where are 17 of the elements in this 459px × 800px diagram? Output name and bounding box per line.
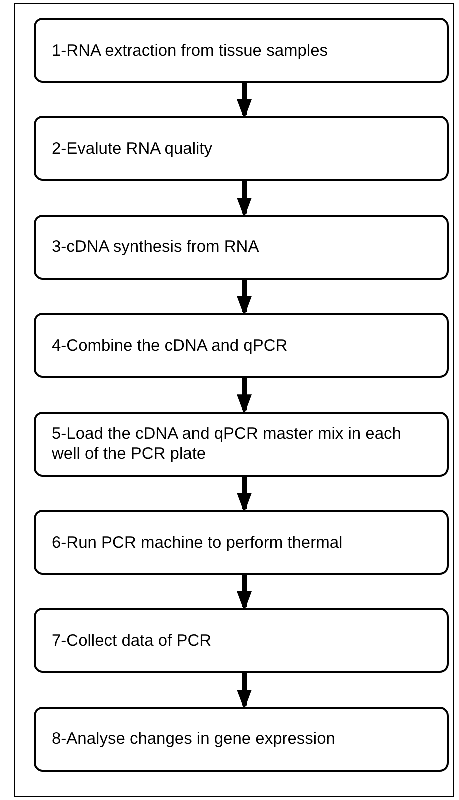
- step-text: 5-Load the cDNA and qPCR master mix in each well of the PCR plate: [52, 424, 402, 464]
- process-box: [34, 313, 449, 378]
- process-box: [34, 510, 449, 575]
- step-text: 7-Collect data of PCR: [52, 630, 212, 651]
- process-box: [34, 706, 449, 772]
- process-box: [34, 412, 449, 477]
- arrow: [237, 476, 252, 513]
- process-box: [34, 214, 449, 280]
- step-text: 6-Run PCR machine to perform thermal: [52, 532, 343, 552]
- step-text: 8-Analyse changes in gene expression: [52, 729, 336, 750]
- step-text: 4-Combine the cDNA and qPCR: [52, 336, 288, 356]
- process-box: [34, 116, 449, 182]
- step-text: 2-Evalute RNA quality: [52, 138, 212, 159]
- process-box: [34, 18, 449, 83]
- step-text: 3-cDNA synthesis from RNA: [52, 237, 260, 258]
- process-box: [34, 608, 449, 674]
- step-text: 1-RNA extraction from tissue samples: [52, 40, 328, 60]
